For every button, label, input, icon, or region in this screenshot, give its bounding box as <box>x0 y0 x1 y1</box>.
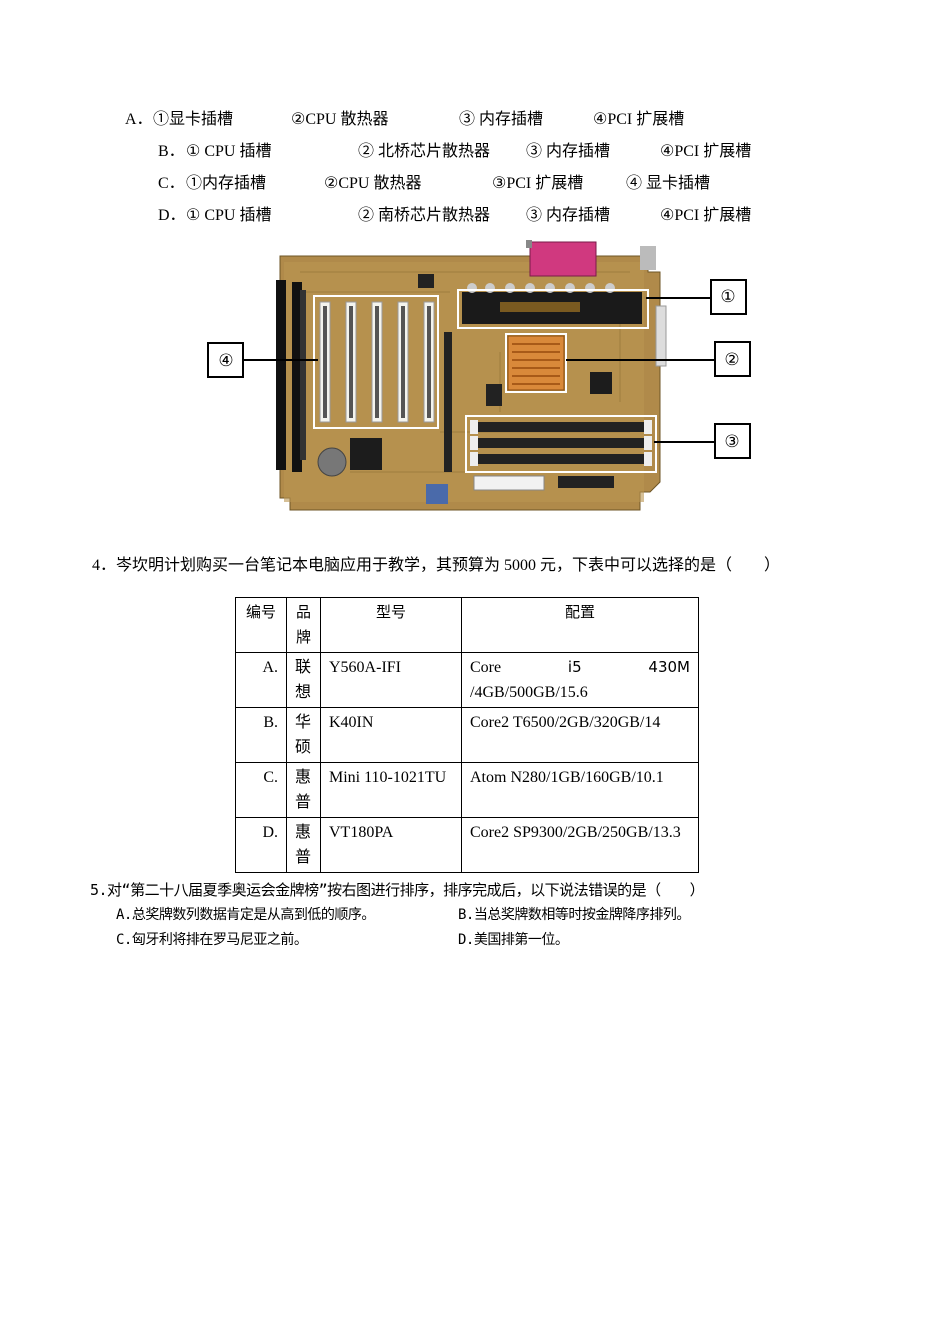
option-item: ④ 显卡插槽 <box>626 175 711 192</box>
option-item: ④PCI 扩展槽 <box>660 207 752 224</box>
row-model: Y560A-IFI <box>320 652 462 708</box>
option-item: ③ 内存插槽 <box>526 207 611 224</box>
option-item: ③ 内存插槽 <box>526 143 611 160</box>
table-header-row: 编号 品牌 型号 配置 <box>235 597 699 653</box>
config-line: /4GB/500GB/15.6 <box>470 684 588 701</box>
table-row: C. 惠普 Mini 110-1021TU Atom N280/1GB/160G… <box>235 762 699 818</box>
header-model: 型号 <box>320 597 462 653</box>
option-item: ③PCI 扩展槽 <box>492 175 584 192</box>
row-model: VT180PA <box>320 817 462 873</box>
config-part: 430M <box>648 658 690 676</box>
callout-1: ① <box>720 287 735 307</box>
row-brand: 华硕 <box>286 707 321 763</box>
option-item: ① CPU 插槽 <box>186 143 272 160</box>
q5-option-d: D.美国排第一位。 <box>458 932 569 948</box>
row-no: B. <box>235 707 287 763</box>
option-letter: A． <box>125 111 153 128</box>
option-item: ② 南桥芯片散热器 <box>358 207 491 224</box>
row-config: Core2 T6500/2GB/320GB/14 <box>461 707 699 763</box>
callout-2: ② <box>724 350 739 370</box>
config-part: Core <box>470 659 502 676</box>
option-letter: C． <box>158 175 185 192</box>
row-no: D. <box>235 817 287 873</box>
q5-text: 5.对“第二十八届夏季奥运会金牌榜”按右图进行排序，排序完成后，以下说法错误的是… <box>90 881 705 899</box>
q5-option-c: C.匈牙利将排在罗马尼亚之前。 <box>116 932 308 948</box>
header-config: 配置 <box>461 597 699 653</box>
row-model: Mini 110-1021TU <box>320 762 462 818</box>
option-item: ②CPU 散热器 <box>291 111 389 128</box>
option-item: ①显卡插槽 <box>153 111 234 128</box>
table-row: D. 惠普 VT180PA Core2 SP9300/2GB/250GB/13.… <box>235 817 699 873</box>
row-no: A. <box>235 652 287 708</box>
option-item: ① CPU 插槽 <box>186 207 272 224</box>
config-part: i5 <box>567 658 582 676</box>
callout-4: ④ <box>218 351 233 371</box>
option-item: ④PCI 扩展槽 <box>593 111 685 128</box>
row-brand: 惠普 <box>286 762 321 818</box>
laptop-table: 编号 品牌 型号 配置 A. 联想 Y560A-IFI Core i5 430M… <box>235 597 699 873</box>
row-config: Core i5 430M /4GB/500GB/15.6 <box>461 652 699 708</box>
option-item: ①内存插槽 <box>186 175 267 192</box>
table-row: B. 华硕 K40IN Core2 T6500/2GB/320GB/14 <box>235 707 699 763</box>
row-no: C. <box>235 762 287 818</box>
callout-3: ③ <box>724 432 739 452</box>
q5-option-b: B.当总奖牌数相等时按金牌降序排列。 <box>458 907 690 923</box>
row-brand: 惠普 <box>286 817 321 873</box>
header-brand: 品牌 <box>286 597 321 653</box>
row-brand: 联想 <box>286 652 321 708</box>
q5-option-a: A.总奖牌数列数据肯定是从高到低的顺序。 <box>116 907 375 923</box>
option-letter: B． <box>158 143 185 160</box>
option-item: ②CPU 散热器 <box>324 175 422 192</box>
q4-text: 4．岑坎明计划购买一台笔记本电脑应用于教学，其预算为 5000 元，下表中可以选… <box>92 557 781 574</box>
header-no: 编号 <box>235 597 287 653</box>
option-item: ③ 内存插槽 <box>459 111 544 128</box>
config-line: Core i5 430M <box>470 655 690 680</box>
option-item: ② 北桥芯片散热器 <box>358 143 491 160</box>
row-model: K40IN <box>320 707 462 763</box>
table-row: A. 联想 Y560A-IFI Core i5 430M /4GB/500GB/… <box>235 652 699 708</box>
row-config: Core2 SP9300/2GB/250GB/13.3 <box>461 817 699 873</box>
row-config: Atom N280/1GB/160GB/10.1 <box>461 762 699 818</box>
option-letter: D． <box>158 207 186 224</box>
option-item: ④PCI 扩展槽 <box>660 143 752 160</box>
motherboard-figure: ① ② ③ ④ <box>200 232 760 522</box>
